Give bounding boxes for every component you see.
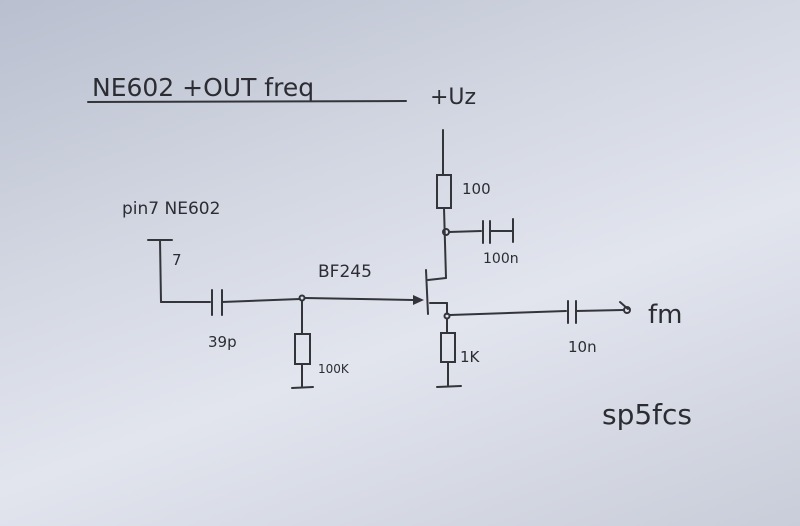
supply-label: +Uz bbox=[430, 85, 476, 110]
source-resistor-label: 1K bbox=[460, 348, 481, 366]
output-capacitor-label: 10n bbox=[568, 338, 597, 356]
input-capacitor-label: 39p bbox=[208, 333, 237, 351]
decoupling-capacitor-label: 100n bbox=[483, 251, 519, 267]
output-capacitor bbox=[449, 300, 631, 324]
output-label: fm bbox=[648, 300, 682, 330]
gate-resistor-label: 100K bbox=[318, 362, 350, 376]
gate-resistor bbox=[291, 300, 314, 389]
jfet-transistor bbox=[413, 269, 448, 315]
source-resistor bbox=[436, 312, 462, 388]
title: NE602 +OUT freq bbox=[92, 73, 314, 102]
transistor-label: BF245 bbox=[318, 262, 372, 282]
pin-number: 7 bbox=[172, 251, 182, 269]
input-terminal bbox=[147, 239, 211, 303]
drain-resistor bbox=[436, 129, 452, 279]
decoupling-capacitor bbox=[442, 218, 514, 244]
input-label: pin7 NE602 bbox=[122, 199, 220, 219]
input-capacitor bbox=[211, 289, 414, 316]
title-underline bbox=[87, 100, 407, 103]
signature: sp5fcs bbox=[602, 398, 692, 431]
drain-resistor-label: 100 bbox=[462, 180, 491, 198]
